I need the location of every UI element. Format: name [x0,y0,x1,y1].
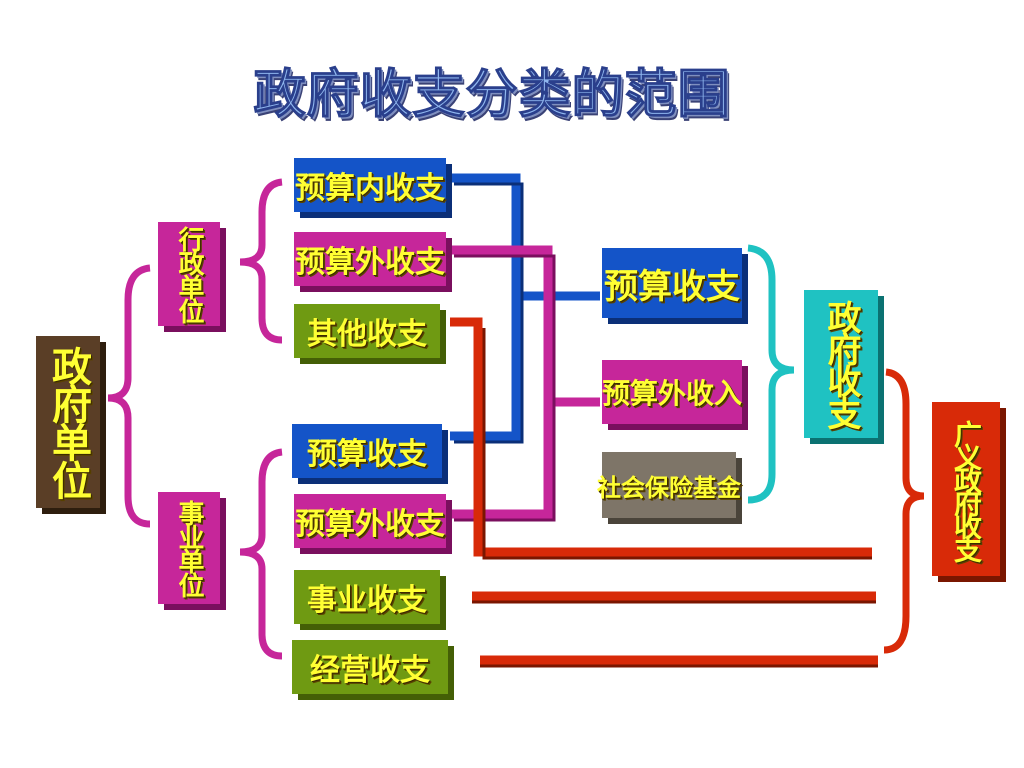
node-gov-revenue: 政府收支 [804,290,878,438]
node-admin-unit: 行政单位 [158,222,220,326]
node-public-inst-label: 事业单位 [174,500,204,596]
node-admin-unit-label: 行政单位 [174,226,204,322]
node-gov-unit-label: 政府单位 [45,346,91,498]
node-social-insurance: 社会保险基金 [597,452,741,518]
wire-magenta [450,245,600,519]
node-admin-other: 其他收支 [294,304,440,358]
node-broad-gov-revenue: 广义政府收支 [932,402,1000,576]
node-public-inst: 事业单位 [158,492,220,604]
brace-broad-gov [883,368,925,654]
brace-public-inst [239,448,283,660]
node-inst-budget-out: 预算外收支 [294,494,446,548]
node-admin-budget-in: 预算内收支 [294,158,446,212]
node-budget-total-label: 预算收支 [604,266,740,307]
node-inst-business-label: 事业收支 [307,583,427,618]
wire-red-other-shade [482,328,872,560]
brace-gov-unit [107,264,151,528]
node-broad-gov-revenue-label: 广义政府收支 [950,420,983,558]
node-extra-budget-income: 预算外收入 [602,360,742,424]
wire-red-other [450,317,872,557]
brace-gov-revenue [747,244,795,504]
node-admin-budget-out: 预算外收支 [294,232,446,286]
node-inst-operating-label: 经营收支 [310,653,430,688]
node-gov-unit: 政府单位 [36,336,100,508]
wire-blue [450,173,600,441]
node-extra-budget-income-label: 预算外收入 [602,377,743,410]
node-social-insurance-label: 社会保险基金 [597,473,741,502]
node-inst-budget: 预算收支 [292,424,442,478]
brace-admin-unit [239,178,283,344]
node-inst-business: 事业收支 [294,570,440,624]
wire-blue-shade [454,182,524,444]
page-title: 政府收支分类的范围 [253,64,731,125]
node-gov-revenue-label: 政府收支 [821,300,861,428]
node-budget-total: 预算收支 [602,248,742,318]
node-inst-operating: 经营收支 [292,640,448,694]
node-admin-other-label: 其他收支 [307,317,427,352]
node-admin-budget-out-label: 预算外收支 [295,245,445,280]
node-inst-budget-out-label: 预算外收支 [295,507,445,542]
node-admin-budget-in-label: 预算内收支 [295,171,445,206]
node-inst-budget-label: 预算收支 [307,437,427,472]
wire-magenta-shade [454,254,556,522]
